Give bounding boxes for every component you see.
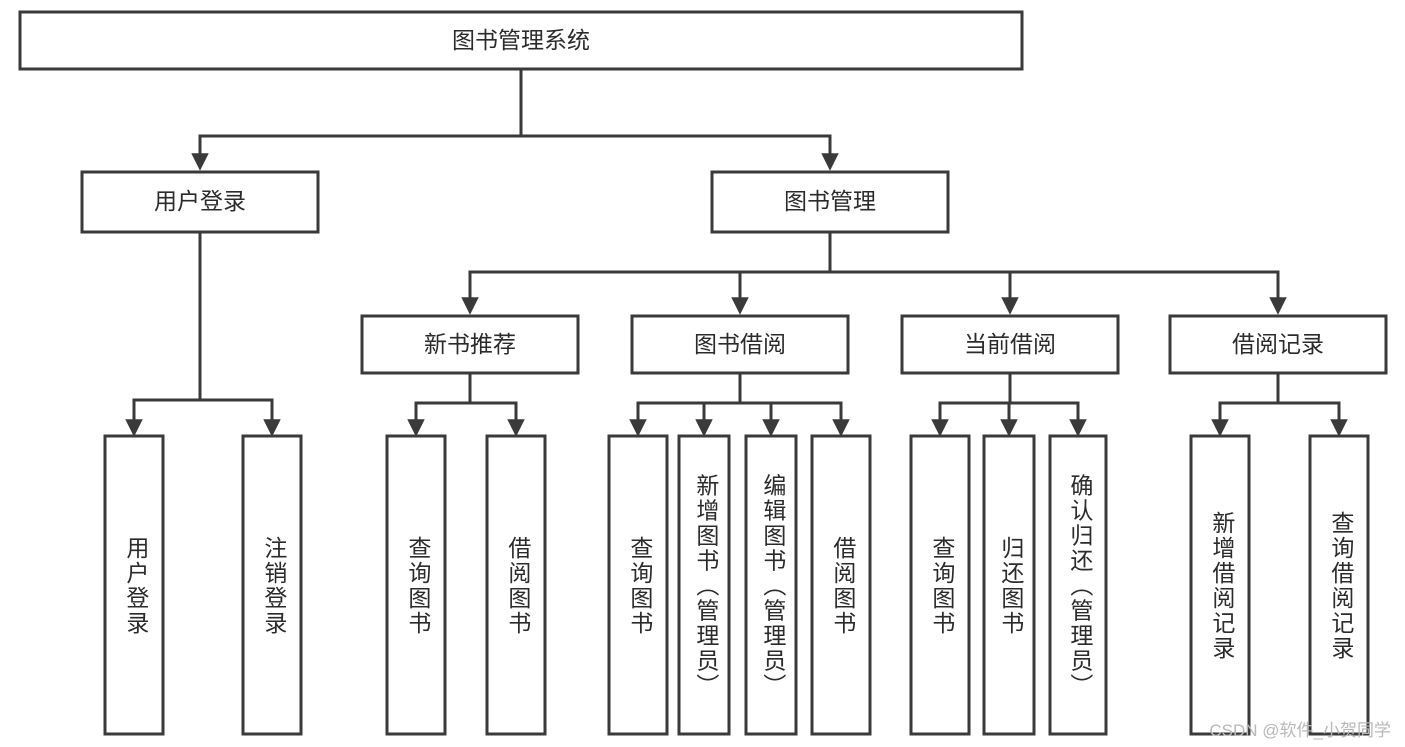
node-book-management-box[interactable] <box>710 170 950 234</box>
node-leaf-add-record[interactable]: 新增借阅记录 <box>1189 434 1251 736</box>
node-leaf-query-book-2-label: 查询图书 <box>627 536 654 636</box>
node-root-label: 图书管理系统 <box>452 27 590 53</box>
node-leaf-return-book-box[interactable] <box>982 434 1036 736</box>
node-new-book-recommend[interactable]: 新书推荐 <box>360 314 580 375</box>
connector-group-root <box>191 67 839 171</box>
node-leaf-add-record-label: 新增借阅记录 <box>1209 511 1236 661</box>
node-leaf-borrow-book-1-label: 借阅图书 <box>505 536 532 636</box>
node-root-box[interactable] <box>18 10 1024 71</box>
node-borrow-record[interactable]: 借阅记录 <box>1168 314 1388 375</box>
node-book-management[interactable]: 图书管理 <box>710 170 950 234</box>
node-leaf-query-record-label: 查询借阅记录 <box>1328 511 1355 661</box>
node-leaf-confirm-return[interactable]: 确认归还（管理员） <box>1048 434 1108 736</box>
node-leaf-edit-book-label: 编辑图书（管理员） <box>760 474 787 699</box>
node-leaf-edit-book-box[interactable] <box>744 434 798 736</box>
node-user-login-box[interactable] <box>80 170 320 234</box>
node-leaf-query-record[interactable]: 查询借阅记录 <box>1308 434 1370 736</box>
node-leaf-query-book-3-box[interactable] <box>909 434 971 736</box>
node-leaf-query-book-2-box[interactable] <box>607 434 669 736</box>
connector-group-book-borrow <box>629 371 850 437</box>
node-leaf-borrow-book-1-box[interactable] <box>485 434 547 736</box>
node-leaf-query-book-3[interactable]: 查询图书 <box>909 434 971 736</box>
node-leaf-query-book-2[interactable]: 查询图书 <box>607 434 669 736</box>
connector-group-new-book-recommend <box>407 371 525 437</box>
node-leaf-query-book-1-box[interactable] <box>385 434 447 736</box>
node-new-book-recommend-box[interactable] <box>360 314 580 375</box>
node-book-borrow-label: 图书借阅 <box>694 331 786 357</box>
node-leaf-query-record-box[interactable] <box>1308 434 1370 736</box>
node-leaf-borrow-book-2[interactable]: 借阅图书 <box>810 434 872 736</box>
node-leaf-logout[interactable]: 注销登录 <box>241 434 303 736</box>
node-leaf-confirm-return-label: 确认归还（管理员） <box>1067 474 1094 699</box>
node-leaf-borrow-book-2-label: 借阅图书 <box>830 536 857 636</box>
node-leaf-add-book[interactable]: 新增图书（管理员） <box>677 434 731 736</box>
node-borrow-record-box[interactable] <box>1168 314 1388 375</box>
node-leaf-user-login-box[interactable] <box>103 434 165 736</box>
node-leaf-add-book-label: 新增图书（管理员） <box>693 474 720 699</box>
node-current-borrow[interactable]: 当前借阅 <box>900 314 1120 375</box>
node-leaf-borrow-book-2-box[interactable] <box>810 434 872 736</box>
node-book-borrow-box[interactable] <box>630 314 850 375</box>
node-leaf-return-book[interactable]: 归还图书 <box>982 434 1036 736</box>
node-book-borrow[interactable]: 图书借阅 <box>630 314 850 375</box>
node-leaf-user-login-label: 用户登录 <box>123 536 150 636</box>
connector-group-user-login <box>125 230 281 437</box>
connector-group-current-borrow <box>931 371 1087 437</box>
node-leaf-edit-book[interactable]: 编辑图书（管理员） <box>744 434 798 736</box>
node-current-borrow-label: 当前借阅 <box>964 331 1056 357</box>
node-user-login-label: 用户登录 <box>154 188 246 214</box>
node-root[interactable]: 图书管理系统 <box>18 10 1024 71</box>
node-leaf-add-record-box[interactable] <box>1189 434 1251 736</box>
node-leaf-logout-label: 注销登录 <box>261 536 288 636</box>
connector-group-borrow-record <box>1211 371 1348 437</box>
node-borrow-record-label: 借阅记录 <box>1232 331 1324 357</box>
connector-group-book-management <box>461 230 1287 315</box>
node-new-book-recommend-label: 新书推荐 <box>424 331 516 357</box>
node-book-management-label: 图书管理 <box>784 188 876 214</box>
node-leaf-query-book-3-label: 查询图书 <box>929 536 956 636</box>
node-leaf-confirm-return-box[interactable] <box>1048 434 1108 736</box>
node-leaf-query-book-1-label: 查询图书 <box>405 536 432 636</box>
node-leaf-return-book-label: 归还图书 <box>998 536 1025 636</box>
node-leaf-borrow-book-1[interactable]: 借阅图书 <box>485 434 547 736</box>
node-current-borrow-box[interactable] <box>900 314 1120 375</box>
node-user-login[interactable]: 用户登录 <box>80 170 320 234</box>
node-leaf-add-book-box[interactable] <box>677 434 731 736</box>
node-leaf-query-book-1[interactable]: 查询图书 <box>385 434 447 736</box>
node-leaf-logout-box[interactable] <box>241 434 303 736</box>
node-leaf-user-login[interactable]: 用户登录 <box>103 434 165 736</box>
